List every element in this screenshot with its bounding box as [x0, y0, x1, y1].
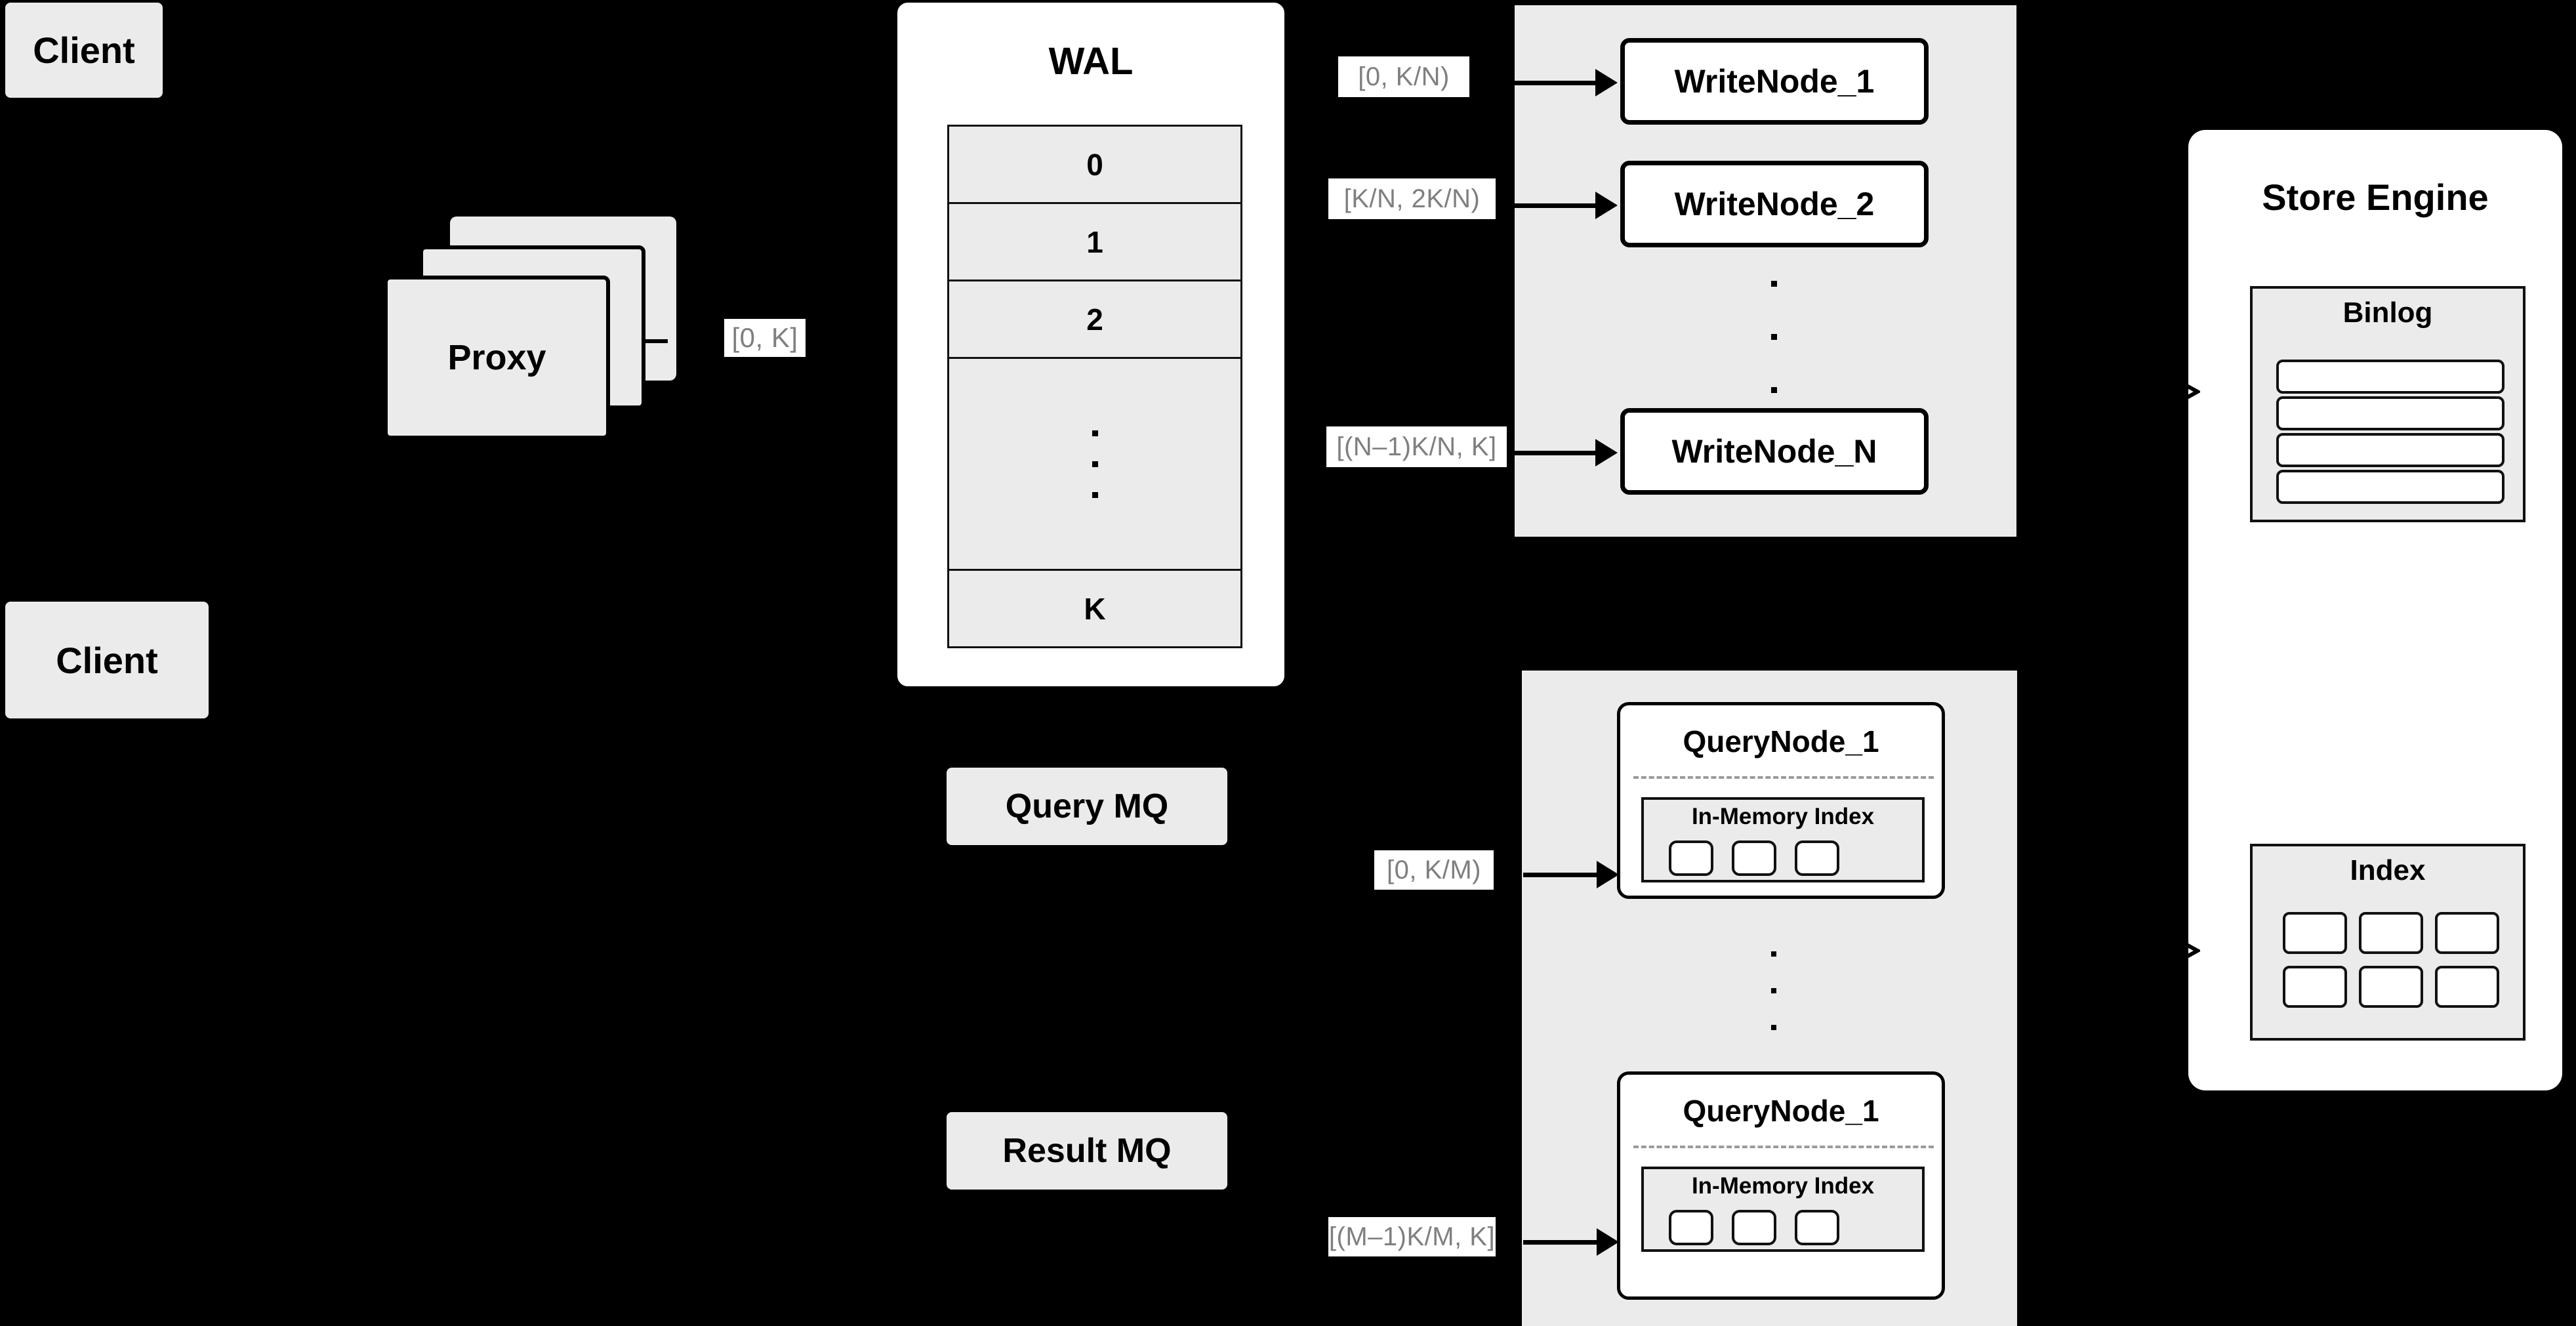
write-node-n-arrow-line	[1509, 451, 1597, 455]
query-node-1[interactable]: QueryNode_1 In-Memory Index	[1617, 702, 1945, 899]
proxy-stub-line	[642, 339, 668, 343]
index-cell[interactable]	[2283, 912, 2347, 954]
write-node-1[interactable]: WriteNode_1	[1620, 38, 1929, 125]
query-mq-box[interactable]: Query MQ	[947, 768, 1227, 845]
binlog-row[interactable]	[2276, 470, 2504, 504]
query-node-1-divider	[1633, 776, 1934, 779]
query-node-m-label: QueryNode_1	[1683, 1094, 1879, 1128]
index-segment[interactable]	[1795, 1210, 1839, 1245]
query-node-1-index-panel: In-Memory Index	[1641, 797, 1925, 882]
proxy-label: Proxy	[447, 338, 546, 377]
query-node-1-index-segments	[1669, 840, 1905, 876]
write-ellipsis-dot	[1771, 387, 1777, 393]
write-node-1-arrow-head	[1595, 69, 1618, 96]
query-cluster-ellipsis	[1771, 951, 1776, 1030]
index-cell[interactable]	[2435, 966, 2499, 1008]
index-segment[interactable]	[1669, 840, 1713, 876]
proxy-box[interactable]: Proxy	[384, 276, 610, 440]
query-ellipsis-dot	[1771, 988, 1776, 993]
binlog-row[interactable]	[2276, 433, 2504, 467]
binlog-row[interactable]	[2276, 360, 2504, 394]
write-node-2-arrow-head	[1595, 192, 1618, 219]
write-node-1-arrow-line	[1496, 81, 1597, 85]
index-segment[interactable]	[1669, 1210, 1713, 1245]
query-node-m-index-panel: In-Memory Index	[1641, 1167, 1925, 1252]
wal-title: WAL	[1048, 40, 1134, 83]
binlog-row[interactable]	[2276, 396, 2504, 430]
index-segment[interactable]	[1732, 1210, 1776, 1245]
proxy-range-label: [0, K]	[724, 319, 806, 357]
binlog-rows	[2276, 360, 2504, 504]
proxy-range-text: [0, K]	[731, 322, 798, 353]
client-box-2[interactable]: Client	[5, 602, 209, 718]
index-inbound-arrow-head	[2170, 935, 2200, 966]
query-node-m[interactable]: QueryNode_1 In-Memory Index	[1617, 1071, 1945, 1300]
result-mq-box[interactable]: Result MQ	[947, 1112, 1227, 1190]
query-node-1-index-title: In-Memory Index	[1691, 804, 1875, 829]
wal-ellipsis-dot	[1092, 461, 1098, 467]
wal-ellipsis-dot	[1092, 491, 1098, 498]
client-label-1: Client	[33, 30, 135, 71]
write-node-n[interactable]: WriteNode_N	[1620, 408, 1929, 495]
query-node-1-label: QueryNode_1	[1683, 724, 1879, 758]
query-node-m-arrow-head	[1597, 1228, 1619, 1256]
index-segment[interactable]	[1732, 840, 1776, 876]
write-node-1-range-label: [0, K/N)	[1338, 56, 1469, 97]
binlog-panel: Binlog	[2250, 286, 2525, 522]
query-node-m-divider	[1633, 1146, 1934, 1148]
query-ellipsis-dot	[1771, 951, 1776, 957]
result-mq-label: Result MQ	[1002, 1132, 1172, 1170]
query-node-m-index-segments	[1669, 1210, 1905, 1245]
wal-entries: 0 1 2 K	[947, 125, 1242, 648]
wal-entry-1[interactable]: 1	[947, 204, 1242, 281]
query-node-1-range-label: [0, K/M)	[1374, 850, 1494, 890]
index-title: Index	[2350, 854, 2426, 886]
wal-entry-2[interactable]: 2	[947, 281, 1242, 359]
write-cluster-ellipsis	[1771, 281, 1777, 393]
write-ellipsis-dot	[1771, 334, 1777, 340]
store-engine-panel: Store Engine Binlog Index	[2188, 130, 2562, 1090]
write-node-2-range-label: [K/N, 2K/N)	[1328, 178, 1496, 219]
query-node-m-range-label: [(M–1)K/M, K]	[1328, 1217, 1496, 1256]
index-cell[interactable]	[2283, 966, 2347, 1008]
index-cell[interactable]	[2435, 912, 2499, 954]
wal-container: WAL 0 1 2 K	[897, 3, 1284, 686]
query-ellipsis-dot	[1771, 1025, 1776, 1030]
index-segment[interactable]	[1795, 840, 1839, 876]
query-node-m-arrow-line	[1523, 1240, 1599, 1245]
client-box-1[interactable]: Client	[5, 3, 163, 98]
wal-entry-ellipsis	[947, 359, 1242, 571]
write-node-2-arrow-line	[1502, 203, 1597, 208]
query-mq-label: Query MQ	[1005, 787, 1169, 825]
write-node-n-range-label: [(N–1)K/N, K]	[1326, 426, 1507, 467]
wal-entry-0[interactable]: 0	[947, 125, 1242, 204]
write-node-n-label: WriteNode_N	[1671, 433, 1877, 470]
write-node-2[interactable]: WriteNode_2	[1620, 161, 1929, 247]
write-node-2-label: WriteNode_2	[1674, 186, 1875, 222]
query-node-1-arrow-head	[1597, 861, 1619, 888]
index-cells	[2283, 912, 2499, 1008]
query-node-m-index-title: In-Memory Index	[1691, 1173, 1875, 1199]
binlog-title: Binlog	[2342, 297, 2433, 329]
binlog-inbound-arrow-line	[2135, 390, 2175, 393]
index-cell[interactable]	[2359, 912, 2423, 954]
wal-ellipsis-dot	[1092, 430, 1098, 436]
wal-entry-k[interactable]: K	[947, 571, 1242, 648]
index-panel: Index	[2250, 844, 2525, 1041]
query-node-1-arrow-line	[1523, 873, 1599, 877]
write-node-n-arrow-head	[1595, 439, 1618, 466]
binlog-inbound-arrow-head	[2170, 376, 2200, 407]
index-cell[interactable]	[2359, 966, 2423, 1008]
write-node-1-label: WriteNode_1	[1674, 63, 1875, 100]
index-inbound-arrow-line	[2135, 949, 2175, 952]
store-engine-title: Store Engine	[2262, 176, 2489, 218]
write-ellipsis-dot	[1771, 281, 1777, 287]
client-label-2: Client	[56, 639, 158, 681]
